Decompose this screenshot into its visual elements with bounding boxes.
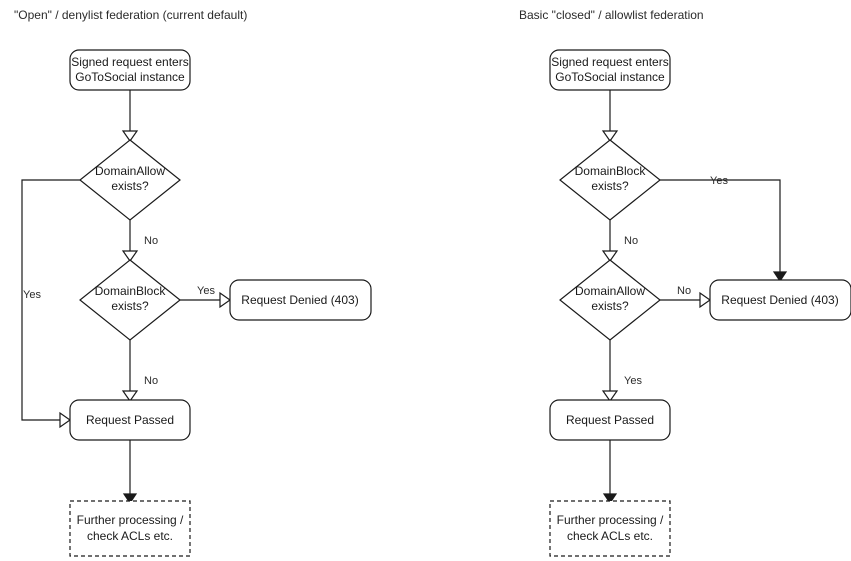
decision-label-line2: exists? <box>591 179 629 193</box>
decision-label-line2: exists? <box>111 299 149 313</box>
edge-entry-to-domainblock <box>601 90 619 143</box>
edge-label-no: No <box>624 235 638 247</box>
arrowhead-open-icon <box>121 390 139 403</box>
edge-domainallow-no-to-denied: No <box>660 285 712 309</box>
edge-passed-to-further-right <box>602 440 618 505</box>
edge-passed-to-further-left <box>122 440 138 505</box>
node-request-denied-left: Request Denied (403) <box>229 279 372 321</box>
further-box-line1: Further processing / <box>77 513 184 527</box>
entry-box-line2: GoToSocial instance <box>555 70 665 84</box>
diagram-open-denylist: "Open" / denylist federation (current de… <box>14 8 372 557</box>
passed-box-label: Request Passed <box>86 413 174 427</box>
further-box-line2: check ACLs etc. <box>567 529 653 543</box>
edge-domainallow-yes-to-passed: Yes <box>21 179 80 429</box>
further-box-shape <box>549 500 671 557</box>
diagram-title-left: "Open" / denylist federation (current de… <box>14 8 247 22</box>
arrowhead-open-icon <box>601 250 619 263</box>
arrowhead-open-icon <box>59 411 72 429</box>
edge-domainblock-yes-to-denied: Yes <box>180 285 232 309</box>
edge-domainblock-yes-to-denied: Yes <box>660 175 788 283</box>
node-request-denied-right: Request Denied (403) <box>709 279 851 321</box>
denied-box-label: Request Denied (403) <box>721 293 838 307</box>
edge-label-yes: Yes <box>23 289 41 301</box>
node-request-passed-left: Request Passed <box>69 399 191 441</box>
decision-label-line2: exists? <box>591 299 629 313</box>
entry-box-line1: Signed request enters <box>71 55 188 69</box>
decision-label-line1: DomainBlock <box>95 284 167 298</box>
arrowhead-filled-icon <box>772 271 788 283</box>
arrowhead-open-icon <box>601 390 619 403</box>
passed-box-label: Request Passed <box>566 413 654 427</box>
edge-domainblock-no-to-domainallow: No <box>601 220 638 263</box>
edge-label-no: No <box>144 375 158 387</box>
denied-box-shape <box>229 279 372 321</box>
node-decision-domainblock-left: DomainBlock exists? <box>79 259 181 341</box>
node-decision-domainallow-left: DomainAllow exists? <box>79 139 181 221</box>
decision-label-line2: exists? <box>111 179 149 193</box>
arrowhead-open-icon <box>121 130 139 143</box>
edge-path <box>21 179 80 421</box>
node-entry-right: Signed request enters GoToSocial instanc… <box>549 49 671 91</box>
arrowhead-open-icon <box>699 291 712 309</box>
edge-label-yes: Yes <box>710 175 728 187</box>
decision-label-line1: DomainAllow <box>575 284 645 298</box>
diagram-title-right: Basic "closed" / allowlist federation <box>519 8 704 22</box>
arrowhead-filled-icon <box>122 493 138 505</box>
node-request-passed-right: Request Passed <box>549 399 671 441</box>
decision-label-line1: DomainAllow <box>95 164 165 178</box>
entry-box-line1: Signed request enters <box>551 55 668 69</box>
node-decision-domainblock-right: DomainBlock exists? <box>559 139 661 221</box>
denied-box-shape <box>709 279 851 321</box>
arrowhead-filled-icon <box>602 493 618 505</box>
entry-box-line2: GoToSocial instance <box>75 70 185 84</box>
edge-label-yes: Yes <box>624 375 642 387</box>
edge-domainallow-yes-to-passed: Yes <box>601 340 642 403</box>
further-box-line2: check ACLs etc. <box>87 529 173 543</box>
arrowhead-open-icon <box>121 250 139 263</box>
node-entry-left: Signed request enters GoToSocial instanc… <box>69 49 191 91</box>
edge-label-no: No <box>144 235 158 247</box>
diagram-closed-allowlist: Basic "closed" / allowlist federation Si… <box>519 8 851 557</box>
denied-box-label: Request Denied (403) <box>241 293 358 307</box>
node-further-processing-left: Further processing / check ACLs etc. <box>69 500 191 557</box>
edge-domainallow-no-to-domainblock: No <box>121 220 158 263</box>
node-decision-domainallow-right: DomainAllow exists? <box>559 259 661 341</box>
arrowhead-open-icon <box>219 291 232 309</box>
edge-label-no: No <box>677 285 691 297</box>
node-further-processing-right: Further processing / check ACLs etc. <box>549 500 671 557</box>
decision-label-line1: DomainBlock <box>575 164 647 178</box>
edge-entry-to-domainallow <box>121 90 139 143</box>
arrowhead-open-icon <box>601 130 619 143</box>
edge-path <box>660 179 781 272</box>
further-box-line1: Further processing / <box>557 513 664 527</box>
edge-label-yes: Yes <box>197 285 215 297</box>
further-box-shape <box>69 500 191 557</box>
edge-domainblock-no-to-passed: No <box>121 340 158 403</box>
